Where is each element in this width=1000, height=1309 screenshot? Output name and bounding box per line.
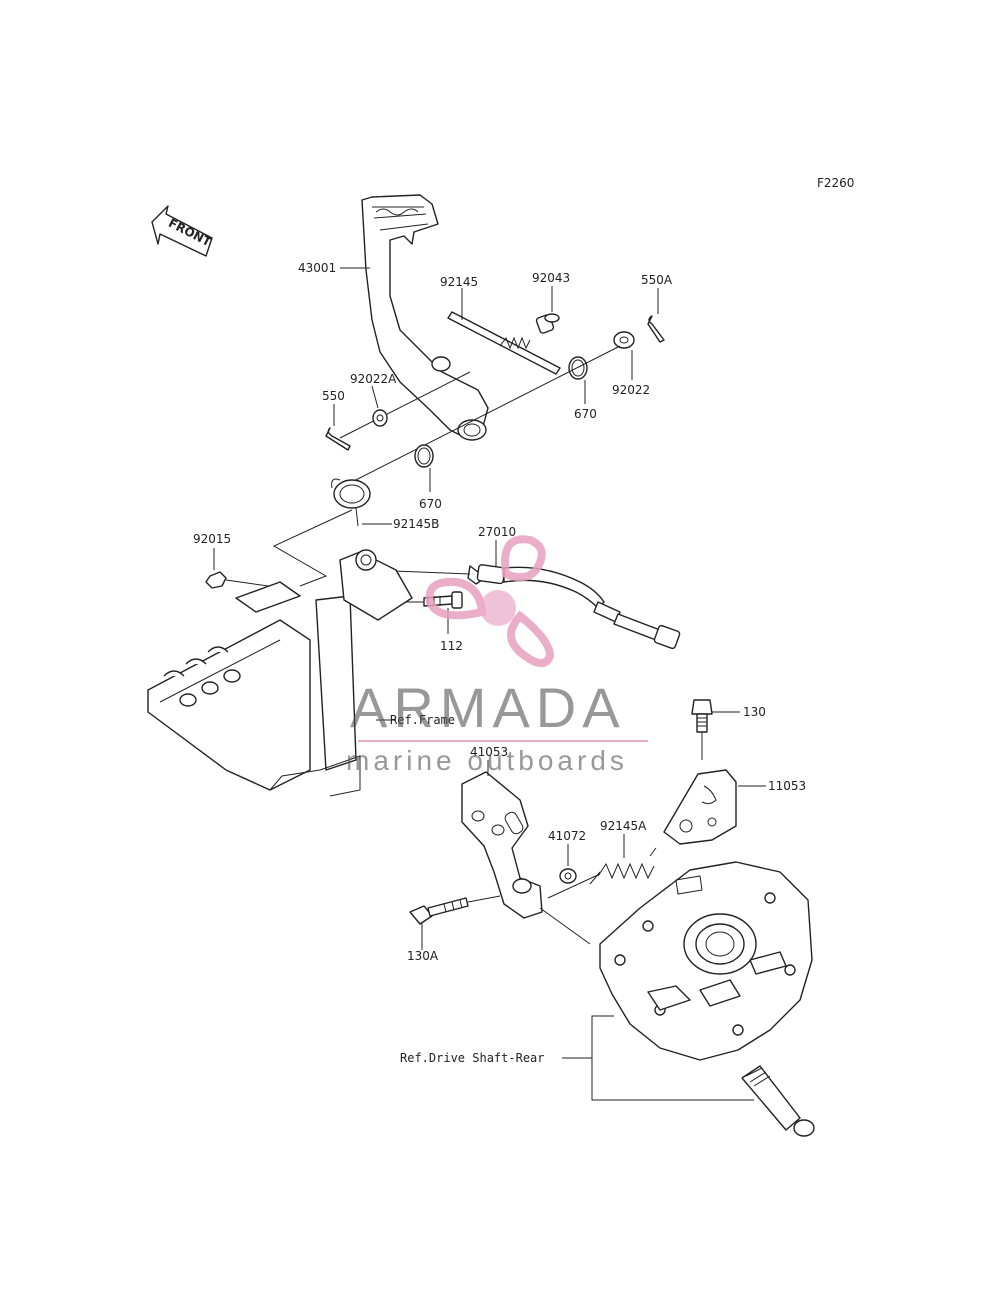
spring-92145a (589, 847, 657, 885)
bracket-11053 (663, 769, 737, 845)
lever-41053 (461, 771, 543, 919)
gear-case-housing (599, 861, 813, 1061)
bolt-130a (409, 897, 469, 925)
o-ring-670-upper (568, 356, 588, 380)
label-130a: 130A (407, 949, 439, 963)
label-27010: 27010 (478, 525, 516, 539)
label-112: 112 (440, 639, 463, 653)
label-670-lower: 670 (419, 497, 442, 511)
brake-pedal (361, 194, 489, 441)
cotter-pin-550 (325, 427, 351, 451)
brand-name: ARMADA (350, 676, 626, 739)
bolt-130 (691, 699, 713, 733)
label-550: 550 (322, 389, 345, 403)
cotter-pin-550a (647, 315, 665, 343)
armada-logo: ARMADA marine outboards (346, 535, 648, 776)
propeller-icon (425, 535, 555, 667)
label-92145: 92145 (440, 275, 478, 289)
label-92022a: 92022A (350, 372, 397, 386)
label-92145b: 92145B (393, 517, 439, 531)
washer-92022a (372, 409, 388, 427)
label-92043: 92043 (532, 271, 570, 285)
torsion-spring-92145b (331, 478, 371, 527)
drive-shaft-rear (741, 1065, 815, 1137)
nut-92015 (205, 571, 227, 589)
brand-tagline: marine outboards (346, 745, 628, 776)
label-41072: 41072 (548, 829, 586, 843)
label-92015: 92015 (193, 532, 231, 546)
collar-41072 (559, 868, 577, 884)
label-11053: 11053 (768, 779, 806, 793)
label-670-upper: 670 (574, 407, 597, 421)
label-ref-drive-shaft: Ref.Drive Shaft-Rear (400, 1051, 545, 1065)
washer-92022 (613, 331, 635, 349)
pin-92043 (535, 313, 560, 334)
figure-code: F2260 (817, 176, 854, 190)
label-92145a: 92145A (600, 819, 647, 833)
label-550a: 550A (641, 273, 673, 287)
frame-section (147, 549, 413, 797)
return-spring-92145 (447, 311, 561, 375)
front-arrow-icon: FRONT (151, 205, 214, 257)
label-41053: 41053 (470, 745, 508, 759)
label-92022: 92022 (612, 383, 650, 397)
label-43001: 43001 (298, 261, 336, 275)
label-130: 130 (743, 705, 766, 719)
label-ref-frame: Ref.Frame (390, 713, 455, 727)
o-ring-670-lower (414, 444, 434, 468)
